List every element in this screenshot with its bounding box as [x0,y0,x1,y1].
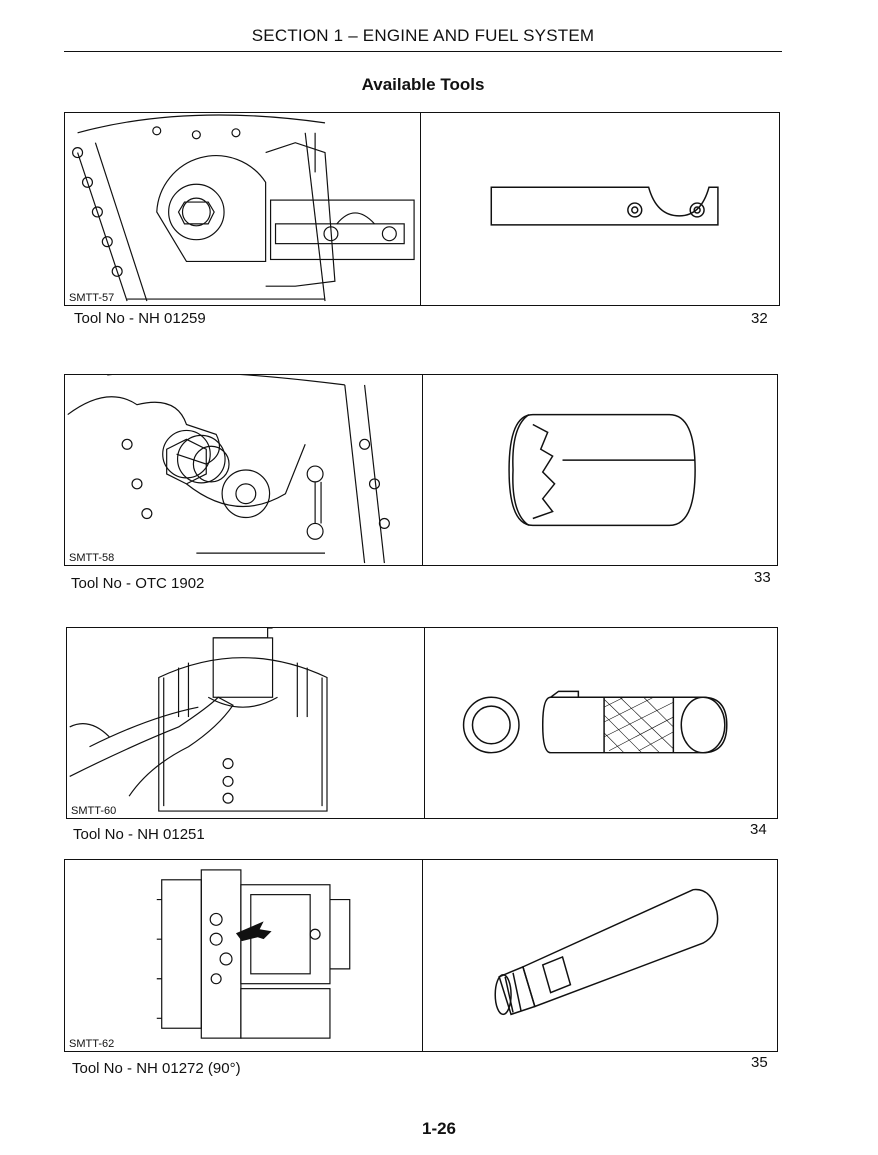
tool-figure-33: SMTT-58 [64,374,778,566]
panel-divider [420,113,421,305]
photo-label: SMTT-60 [69,805,119,817]
figure-number: 33 [754,569,771,586]
panel-divider [422,860,423,1051]
tool-number: Tool No - NH 01272 (90°) [72,1060,241,1077]
page-number: 1-26 [421,1119,457,1138]
tool-number: Tool No - OTC 1902 [71,575,205,592]
page-title: Available Tools [361,75,485,94]
tool-number: Tool No - NH 01251 [73,826,205,843]
section-header: SECTION 1 – ENGINE AND FUEL SYSTEM [251,26,595,45]
tool-number: Tool No - NH 01259 [74,310,206,327]
figure-number: 35 [751,1054,768,1071]
panel-divider [422,375,423,565]
transmission-illustration [156,869,719,1039]
tool-figure-32: SMTT-57 [64,112,780,306]
photo-label: SMTT-62 [67,1038,117,1050]
figure-number: 32 [751,310,768,327]
socket-install-illustration [67,375,696,564]
tool-figure-34: SMTT-60 [66,627,778,819]
engine-flywheel-illustration [72,114,719,302]
header-rule [64,51,782,52]
photo-label: SMTT-57 [67,292,117,304]
tool-figure-35: SMTT-62 [64,859,778,1052]
photo-label: SMTT-58 [67,552,117,564]
panel-divider [424,628,425,818]
clutch-hub-illustration [69,628,728,812]
figure-number: 34 [750,821,767,838]
